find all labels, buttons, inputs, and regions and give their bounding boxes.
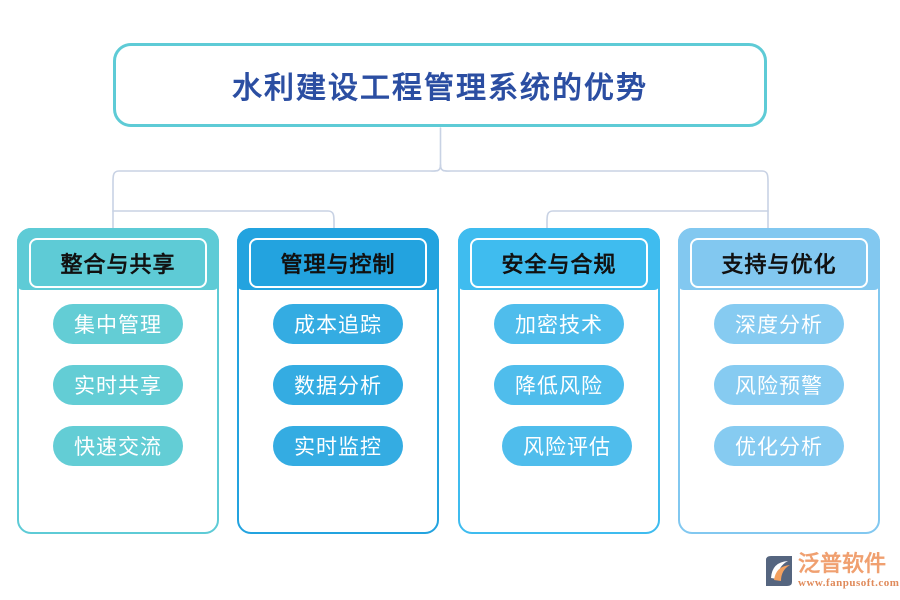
branch-item-4-1[interactable]: 深度分析 xyxy=(714,304,844,344)
branch-item-3-3[interactable]: 风险评估 xyxy=(502,426,632,466)
branch-items-4: 深度分析 风险预警 优化分析 xyxy=(678,304,880,487)
branch-items-1: 集中管理 实时共享 快速交流 xyxy=(17,304,219,487)
branch-item-4-1-label: 深度分析 xyxy=(735,313,823,337)
branch-header-2-label: 管理与控制 xyxy=(280,252,396,277)
branch-item-4-3-label: 优化分析 xyxy=(735,435,823,459)
branch-item-2-1[interactable]: 成本追踪 xyxy=(273,304,403,344)
branch-card-3[interactable]: 安全与合规 加密技术 降低风险 风险评估 xyxy=(458,228,660,534)
fanpu-logo-icon xyxy=(766,556,792,586)
branch-item-1-3[interactable]: 快速交流 xyxy=(53,426,183,466)
branch-item-3-3-label: 风险评估 xyxy=(523,435,611,459)
branch-header-3-label: 安全与合规 xyxy=(501,252,617,277)
branch-card-1[interactable]: 整合与共享 集中管理 实时共享 快速交流 xyxy=(17,228,219,534)
connector-right-branch xyxy=(439,164,769,212)
watermark-text: 泛普软件 www.fanpusoft.com xyxy=(798,553,899,589)
watermark-url: www.fanpusoft.com xyxy=(798,577,900,589)
branch-card-4[interactable]: 支持与优化 深度分析 风险预警 优化分析 xyxy=(678,228,880,534)
branch-header-1: 整合与共享 xyxy=(29,238,207,288)
branch-item-1-2-label: 实时共享 xyxy=(74,374,162,398)
branch-header-2: 管理与控制 xyxy=(249,238,427,288)
diagram-title-box: 水利建设工程管理系统的优势 xyxy=(113,43,767,127)
branch-header-3: 安全与合规 xyxy=(470,238,648,288)
branch-card-2[interactable]: 管理与控制 成本追踪 数据分析 实时监控 xyxy=(237,228,439,534)
branch-item-4-2[interactable]: 风险预警 xyxy=(714,365,844,405)
branch-item-4-2-label: 风险预警 xyxy=(735,374,823,398)
branch-item-2-3-label: 实时监控 xyxy=(294,435,382,459)
branch-item-3-1-label: 加密技术 xyxy=(515,313,603,337)
connector-left-branch xyxy=(112,164,442,212)
branch-items-3: 加密技术 降低风险 风险评估 xyxy=(458,304,660,487)
branch-item-1-2[interactable]: 实时共享 xyxy=(53,365,183,405)
branch-item-2-2[interactable]: 数据分析 xyxy=(273,365,403,405)
branch-header-4-label: 支持与优化 xyxy=(721,252,837,277)
page-title: 水利建设工程管理系统的优势 xyxy=(232,72,648,105)
branch-item-1-1-label: 集中管理 xyxy=(74,313,162,337)
watermark: 泛普软件 www.fanpusoft.com xyxy=(762,548,899,594)
branch-item-1-3-label: 快速交流 xyxy=(74,435,162,459)
branch-item-2-1-label: 成本追踪 xyxy=(294,313,382,337)
watermark-brand: 泛普软件 xyxy=(798,551,887,576)
branch-header-4: 支持与优化 xyxy=(690,238,868,288)
branch-item-2-2-label: 数据分析 xyxy=(294,374,382,398)
branch-item-2-3[interactable]: 实时监控 xyxy=(273,426,403,466)
branch-item-3-1[interactable]: 加密技术 xyxy=(494,304,624,344)
branch-item-3-2[interactable]: 降低风险 xyxy=(494,365,624,405)
branch-items-2: 成本追踪 数据分析 实时监控 xyxy=(237,304,439,487)
branch-header-1-label: 整合与共享 xyxy=(60,252,176,277)
branch-item-4-3[interactable]: 优化分析 xyxy=(714,426,844,466)
branch-item-3-2-label: 降低风险 xyxy=(515,374,603,398)
branch-item-1-1[interactable]: 集中管理 xyxy=(53,304,183,344)
